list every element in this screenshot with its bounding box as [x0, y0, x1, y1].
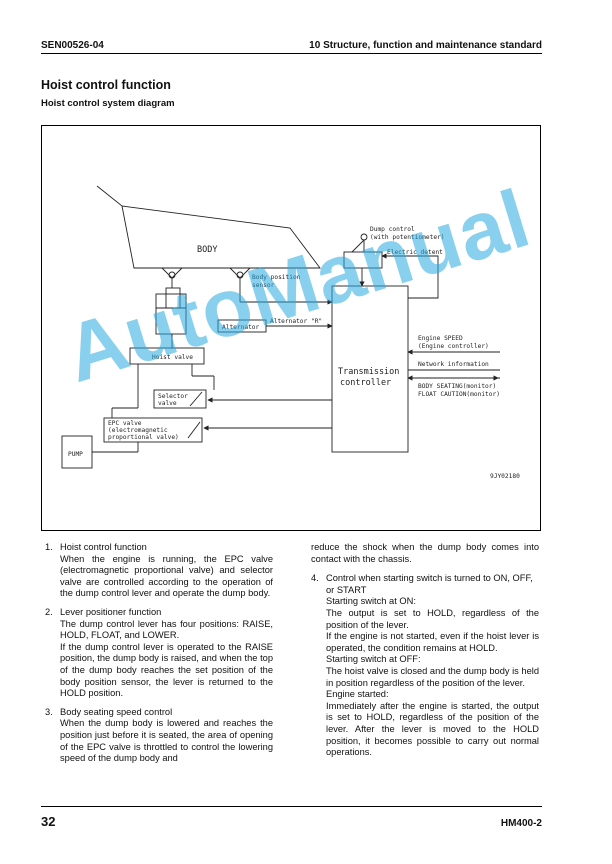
- dump-control-box: [343, 251, 383, 269]
- item-4: 4. Control when starting switch is turned…: [311, 573, 539, 759]
- item-1-para: When the engine is running, the EPC valv…: [60, 553, 273, 599]
- diagram-title: Hoist control system diagram: [41, 98, 175, 109]
- monitor-label-2: FLOAT CAUTION(monitor): [418, 391, 500, 398]
- engine-speed-label-2: (Engine controller): [418, 343, 489, 350]
- item-2-head: Lever positioner function: [60, 606, 162, 617]
- hoist-control-diagram: BODY Hoist valve Selector: [41, 125, 541, 531]
- section-title: 10 Structure, function and maintenance s…: [309, 40, 542, 51]
- selector-valve-box: [153, 389, 207, 409]
- item-1-head: Hoist control function: [60, 542, 147, 552]
- page-number: 32: [41, 814, 56, 829]
- footer-rule: [41, 806, 542, 807]
- right-column: reduce the shock when the dump body come…: [311, 542, 539, 766]
- epc-label-2: (electromagnetic: [108, 427, 168, 434]
- hoist-valve-box: [129, 347, 205, 365]
- item-4-para-3: If the engine is not started, even if th…: [326, 631, 539, 653]
- item-4-para-1: Starting switch at ON:: [326, 596, 416, 607]
- hoist-valve-label: Hoist valve: [152, 354, 193, 361]
- left-column: 1. Hoist control function When the engine…: [45, 542, 273, 772]
- item-4-para-5: The hoist valve is closed and the dump b…: [326, 665, 539, 688]
- item-3-cont-para: reduce the shock when the dump body come…: [311, 542, 539, 564]
- alternator-label: Alternator: [222, 324, 260, 331]
- item-3: 3. Body seating speed control When the du…: [45, 707, 273, 765]
- item-4-para-2: The output is set to HOLD, regardless of…: [326, 607, 539, 630]
- item-1: 1. Hoist control function When the engine…: [45, 542, 273, 600]
- item-3-head: Body seating speed control: [60, 706, 173, 717]
- engine-speed-label-1: Engine SPEED: [418, 335, 463, 342]
- body-label: BODY: [197, 245, 217, 255]
- page-title: Hoist control function: [41, 78, 171, 92]
- item-4-para-7: Immediately after the engine is started,…: [326, 700, 539, 758]
- dump-control-label-2: (with potentiometer): [370, 234, 445, 241]
- item-3-continued: reduce the shock when the dump body come…: [311, 542, 539, 565]
- item-4-para-6: Engine started:: [326, 689, 389, 700]
- controller-label-1: Transmission: [338, 367, 399, 377]
- body-sensor-label-1: Body position: [252, 274, 301, 281]
- selector-label-2: valve: [158, 400, 177, 407]
- epc-valve-box: [103, 417, 203, 443]
- diagram-svg: BODY Hoist valve Selector: [61, 185, 520, 480]
- header-rule: [41, 53, 542, 54]
- item-2: 2. Lever positioner function The dump con…: [45, 607, 273, 700]
- network-label: Network information: [418, 361, 489, 368]
- item-2-para-2: If the dump control lever is operated to…: [60, 641, 273, 699]
- epc-label-1: EPC valve: [108, 420, 142, 427]
- item-2-para-1: The dump control lever has four position…: [60, 618, 273, 641]
- transmission-controller-box: [331, 285, 409, 453]
- model-code: HM400-2: [500, 818, 542, 829]
- controller-label-2: controller: [340, 378, 391, 388]
- monitor-label-1: BODY SEATING(monitor): [418, 383, 496, 390]
- item-2-num: 2.: [45, 606, 53, 617]
- epc-label-3: proportional valve): [108, 434, 179, 441]
- pump-label: PUMP: [68, 451, 83, 458]
- item-3-para: When the dump body is lowered and reache…: [60, 718, 273, 764]
- doc-code: SEN00526-04: [41, 40, 104, 51]
- body-outline: [96, 185, 321, 269]
- body-sensor-label-2: sensor: [252, 282, 275, 289]
- item-4-head: Control when starting switch is turned t…: [326, 573, 533, 595]
- item-4-para-4: Starting switch at OFF:: [326, 654, 421, 665]
- electric-detent-label: Electric detent: [387, 249, 443, 256]
- selector-label-1: Selector: [158, 393, 188, 400]
- dump-control-label-1: Dump control: [370, 226, 415, 233]
- item-3-num: 3.: [45, 706, 53, 717]
- item-1-num: 1.: [45, 542, 53, 552]
- figure-id: 9JY02180: [490, 473, 520, 480]
- alternator-r-label: Alternator "R": [270, 318, 322, 325]
- item-4-num: 4.: [311, 573, 319, 584]
